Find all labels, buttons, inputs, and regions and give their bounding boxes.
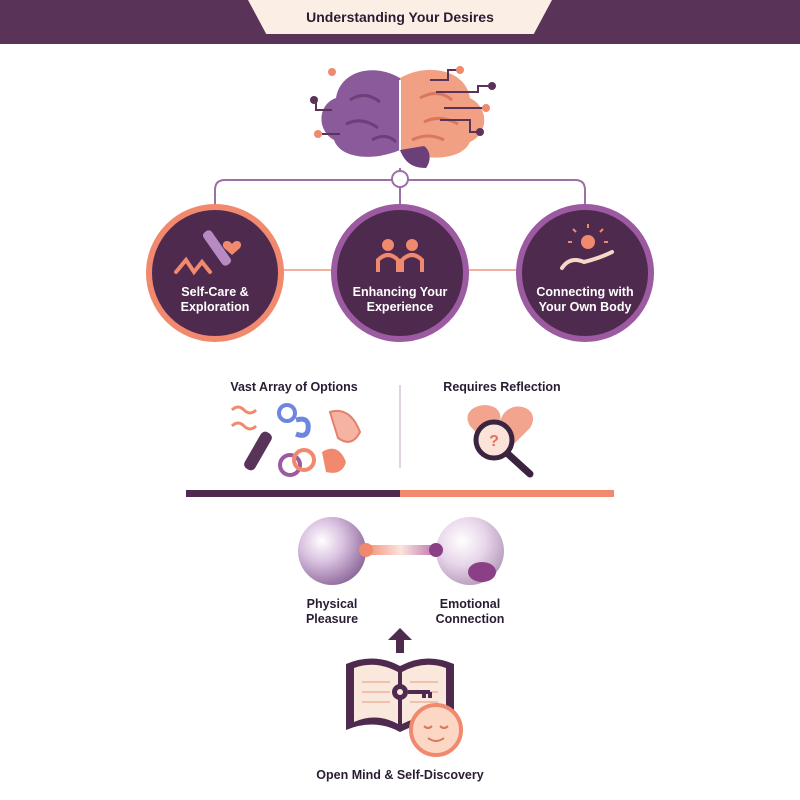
svg-text:?: ? bbox=[489, 433, 499, 450]
connection-spheres bbox=[298, 517, 504, 585]
emotional-connection-label: Emotional Connection bbox=[435, 597, 505, 626]
key-icon bbox=[392, 684, 432, 700]
physical-sphere bbox=[298, 517, 366, 585]
node-circle-self-care bbox=[146, 204, 284, 342]
title-ribbon: Understanding Your Desires bbox=[248, 0, 552, 34]
node-circle-enhancing bbox=[331, 204, 469, 342]
hand-sun-icon bbox=[560, 224, 614, 270]
physical-pleasure-label: Physical Pleasure bbox=[305, 597, 359, 626]
brush-heart-icon bbox=[174, 230, 242, 276]
node-circle-connecting bbox=[516, 204, 654, 342]
options-icons bbox=[230, 403, 362, 477]
heart-magnifier-icon: ? bbox=[467, 405, 534, 478]
node-label-self-care: Self-Care & Exploration bbox=[180, 285, 250, 314]
hierarchy-connectors bbox=[214, 168, 586, 271]
balance-bar-left bbox=[186, 490, 400, 497]
brain-icon bbox=[310, 66, 496, 168]
page-title: Understanding Your Desires bbox=[306, 9, 494, 25]
node-label-enhancing: Enhancing Your Experience bbox=[352, 285, 448, 314]
balance-bar-right bbox=[400, 490, 614, 497]
smiling-face-icon bbox=[409, 703, 463, 757]
options-title: Vast Array of Options bbox=[230, 380, 358, 394]
couple-icon bbox=[376, 239, 424, 272]
reflection-title: Requires Reflection bbox=[443, 380, 561, 394]
arrow-up-icon bbox=[388, 628, 412, 640]
node-label-connecting: Connecting with Your Own Body bbox=[536, 285, 634, 314]
footer-label: Open Mind & Self-Discovery bbox=[316, 768, 484, 782]
